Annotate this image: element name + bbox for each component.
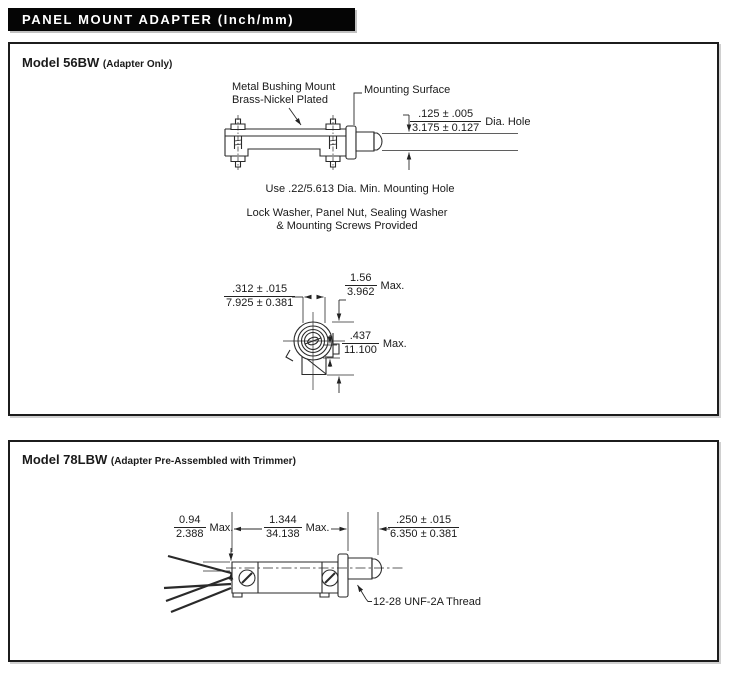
- dim-depth: .437 11.100 Max.: [342, 330, 407, 357]
- dim-inch-value: .437: [342, 330, 379, 344]
- dim-hole-diameter-suffix: Dia. Hole: [485, 115, 531, 128]
- model-78lbw-heading: Model 78LBW (Adapter Pre-Assembled with …: [22, 452, 296, 467]
- dim-bushing-length: .250 ± .015 6.350 ± 0.381: [388, 514, 460, 541]
- dim-mm-value: 3.175 ± 0.127: [412, 122, 480, 134]
- dim-body-length-fraction: 1.344 34.138: [264, 514, 302, 541]
- dim-mm-value: 11.100: [344, 344, 377, 356]
- dim-height-fraction: 1.56 3.962: [345, 272, 377, 299]
- threaded-bushing: [356, 132, 374, 151]
- dim-mm-value: 7.925 ± 0.381: [226, 297, 294, 309]
- provided-note-line1: Lock Washer, Panel Nut, Sealing Washer: [246, 207, 448, 219]
- dim-width-fraction: .312 ± .015 7.925 ± 0.381: [224, 283, 296, 310]
- mounting-surface-label: Mounting Surface: [364, 84, 451, 96]
- model-78lbw-name: Model 78LBW: [22, 452, 108, 467]
- dim-inch-value: 0.94: [174, 514, 206, 528]
- thread-spec-label: 12-28 UNF-2A Thread: [373, 596, 482, 608]
- dim-body-height-qualifier: Max.: [209, 521, 234, 534]
- page-title-bar: PANEL MOUNT ADAPTER (Inch/mm): [8, 8, 355, 31]
- bushing-label-line2: Brass-Nickel Plated: [232, 94, 328, 106]
- dim-body-height-fraction: 0.94 2.388: [174, 514, 206, 541]
- dim-mm-value: 6.350 ± 0.381: [390, 528, 458, 540]
- dim-height-qualifier: Max.: [380, 279, 405, 292]
- dim-depth-fraction: .437 11.100: [342, 330, 379, 357]
- dim-inch-value: .312 ± .015: [224, 283, 296, 297]
- dim-mm-value: 3.962: [347, 286, 375, 298]
- dim-width: .312 ± .015 7.925 ± 0.381: [224, 283, 296, 310]
- mounting-screw-left: [231, 115, 245, 170]
- dim-height: 1.56 3.962 Max.: [345, 272, 404, 299]
- dim-inch-value: .125 ± .005: [410, 108, 482, 122]
- dim-body-length: 1.344 34.138 Max.: [264, 514, 330, 541]
- mounting-screw-right: [326, 115, 340, 170]
- page-title: PANEL MOUNT ADAPTER (Inch/mm): [22, 12, 295, 27]
- provided-hardware-note: Lock Washer, Panel Nut, Sealing Washer &…: [227, 207, 467, 233]
- trimmer-body: [232, 562, 338, 593]
- model-56bw-note: (Adapter Only): [102, 59, 173, 70]
- 56bw-end-view-drawing: [283, 294, 354, 393]
- dim-hole-diameter: .125 ± .005 3.175 ± 0.127 Dia. Hole: [410, 108, 530, 135]
- 78lbw-drawing: [164, 512, 404, 612]
- dim-inch-value: 1.56: [345, 272, 377, 286]
- bushing-label-line1: Metal Bushing Mount: [232, 81, 336, 93]
- dim-hole-diameter-fraction: .125 ± .005 3.175 ± 0.127: [410, 108, 482, 135]
- section-model-78lbw: [8, 440, 719, 662]
- threaded-bushing-78: [348, 558, 372, 579]
- dim-mm-value: 2.388: [176, 528, 204, 540]
- lead-wires: [164, 556, 231, 612]
- model-78lbw-note: (Adapter Pre-Assembled with Trimmer): [110, 456, 296, 467]
- bushing-label: Metal Bushing Mount Brass-Nickel Plated: [232, 81, 335, 107]
- dim-inch-value: .250 ± .015: [388, 514, 460, 528]
- model-56bw-heading: Model 56BW (Adapter Only): [22, 55, 172, 70]
- mounting-hole-note: Use .22/5.613 Dia. Min. Mounting Hole: [265, 183, 455, 195]
- 56bw-side-view-drawing: [225, 93, 518, 170]
- flange-plate: [346, 126, 356, 159]
- dim-mm-value: 34.138: [266, 528, 300, 540]
- dim-depth-qualifier: Max.: [382, 337, 407, 350]
- dim-inch-value: 1.344: [264, 514, 302, 528]
- dim-bushing-length-fraction: .250 ± .015 6.350 ± 0.381: [388, 514, 460, 541]
- model-56bw-name: Model 56BW: [22, 55, 100, 70]
- section-model-56bw: [8, 42, 719, 416]
- dim-body-length-qualifier: Max.: [305, 521, 330, 534]
- dim-body-height: 0.94 2.388 Max.: [174, 514, 233, 541]
- provided-note-line2: & Mounting Screws Provided: [276, 220, 418, 232]
- flange-plate-78: [338, 554, 348, 597]
- adjust-screw-left: [239, 570, 255, 586]
